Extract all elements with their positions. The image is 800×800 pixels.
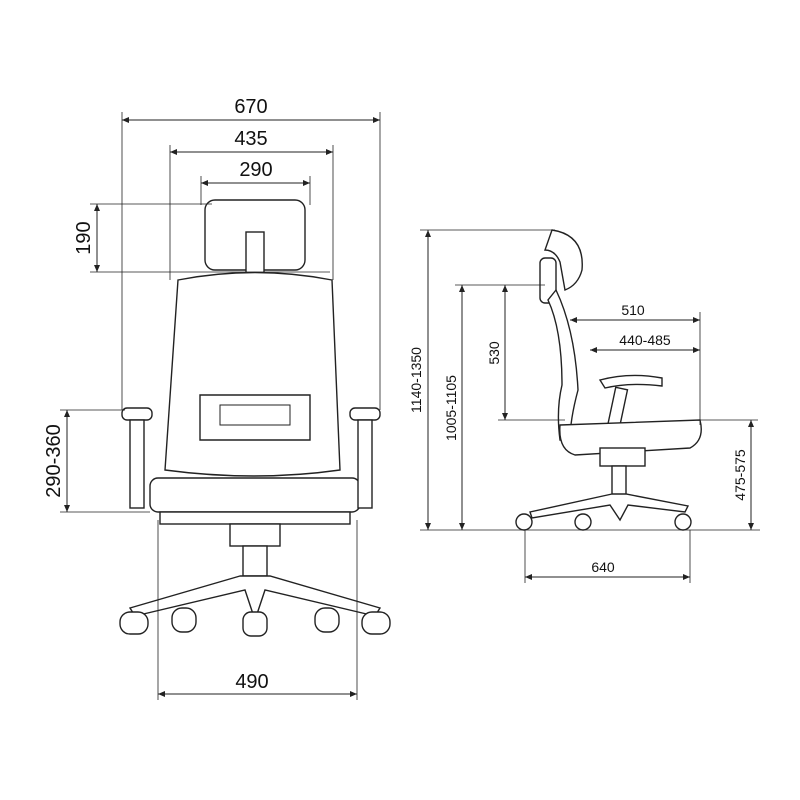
caster (171, 607, 197, 633)
right-armpad (349, 407, 381, 421)
overall-width-label: 670 (234, 96, 267, 118)
caster (574, 513, 592, 531)
headrest-height-label: 190 (73, 221, 95, 254)
front-casters (119, 607, 391, 637)
side-seat (559, 419, 702, 456)
caster (361, 611, 391, 635)
front-dimensions: 670 435 290 190 290-360 490 (43, 96, 381, 700)
total-height-label: 1140-1350 (408, 347, 424, 413)
side-star-base (529, 493, 690, 522)
base-width-label: 490 (235, 671, 268, 693)
side-headrest-bracket (539, 257, 557, 304)
seat (149, 477, 361, 513)
side-gas-lift (611, 465, 627, 497)
caster (674, 513, 692, 531)
gas-lift (242, 545, 268, 577)
backrest-top-height-label: 1005-1105 (443, 375, 459, 441)
seat-height-label: 475-575 (732, 449, 748, 501)
caster (242, 611, 268, 637)
left-arm-post (129, 419, 145, 509)
caster (515, 513, 533, 531)
caster (314, 607, 340, 633)
armrest-height-label: 290-360 (43, 424, 65, 497)
side-armpad (598, 374, 663, 389)
seat-depth-adjust-label: 440-485 (619, 332, 671, 348)
backrest (164, 271, 341, 477)
side-backrest (547, 288, 579, 441)
side-mechanism (599, 447, 646, 467)
left-armpad (121, 407, 153, 421)
seat-depth-label: 510 (621, 302, 645, 318)
headrest-width-label: 290 (239, 159, 272, 181)
right-arm-post (357, 419, 373, 509)
front-view-chair (119, 199, 391, 637)
backrest-width-label: 435 (234, 128, 267, 150)
backrest-height-label: 530 (486, 341, 502, 365)
side-dimensions: 1140-1350 1005-1105 530 510 440-485 475-… (408, 229, 760, 583)
gas-lift-top (229, 523, 281, 547)
seat-mechanism (159, 511, 351, 525)
base-depth-label: 640 (591, 559, 615, 575)
lumbar-detail (219, 404, 291, 426)
side-view-chair (515, 229, 702, 531)
caster (119, 611, 149, 635)
lumbar-support (199, 394, 311, 441)
side-headrest (544, 229, 583, 291)
